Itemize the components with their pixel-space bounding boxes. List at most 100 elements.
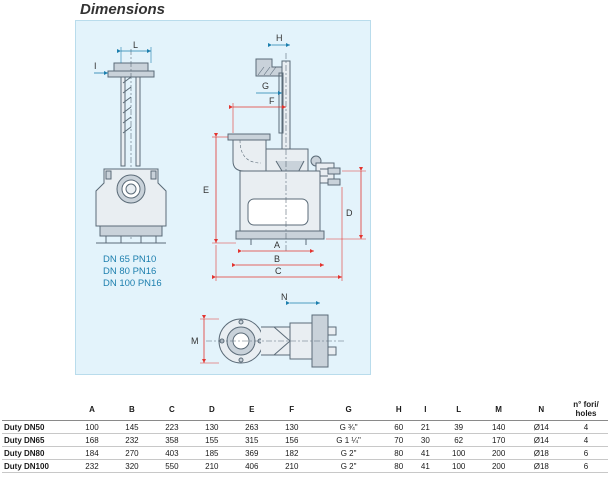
table-cell: 320	[111, 459, 152, 473]
table-cell: 6	[564, 459, 608, 473]
side-view	[227, 53, 341, 251]
table-cell: 4	[564, 433, 608, 447]
table-cell: 100	[72, 420, 112, 434]
model-name-cell: Duty DN65	[2, 433, 72, 447]
pump-dimension-drawing: L I	[94, 33, 366, 368]
table-cell: 369	[231, 446, 272, 460]
dim-D-label: D	[346, 208, 353, 218]
header-H: H	[385, 398, 413, 421]
table-cell: 403	[151, 446, 192, 460]
table-cell: 315	[231, 433, 272, 447]
table-cell: 145	[111, 420, 152, 434]
dim-I-label: I	[94, 61, 97, 71]
header-model	[2, 398, 72, 421]
flange-label: DN 65 PN10	[103, 254, 157, 265]
table-cell: 80	[385, 459, 413, 473]
header-holes-line2: holes	[575, 409, 597, 418]
dim-A-label: A	[274, 240, 280, 250]
table-cell: 6	[564, 446, 608, 460]
header-F: F	[271, 398, 312, 421]
table-cell: 182	[271, 446, 312, 460]
header-M: M	[478, 398, 519, 421]
header-E: E	[231, 398, 272, 421]
table-cell: 550	[151, 459, 192, 473]
table-cell: 100	[438, 459, 479, 473]
dim-L-label: L	[133, 40, 138, 50]
header-L: L	[438, 398, 479, 421]
table-header-row: A B C D E F G H I L M N n° fori/ holes	[2, 398, 608, 421]
table-cell: 70	[385, 433, 413, 447]
table-cell: 30	[412, 433, 439, 447]
top-view	[206, 314, 346, 368]
table-cell: 210	[191, 459, 232, 473]
dim-N-label: N	[281, 292, 288, 302]
table-cell: G 2"	[311, 459, 386, 473]
table-cell: 232	[111, 433, 152, 447]
dim-E-label: E	[203, 185, 209, 195]
table-cell: 232	[72, 459, 112, 473]
header-I: I	[412, 398, 439, 421]
technical-drawing: L I	[75, 20, 371, 375]
section-title: Dimensions	[80, 1, 166, 18]
table-cell: Ø18	[518, 459, 564, 473]
table-cell: Ø18	[518, 446, 564, 460]
table-cell: 130	[271, 420, 312, 434]
table-cell: 168	[72, 433, 112, 447]
table-cell: 140	[478, 420, 519, 434]
dim-F-label: F	[269, 96, 275, 106]
table-cell: 156	[271, 433, 312, 447]
table-cell: 4	[564, 420, 608, 434]
table-cell: 185	[191, 446, 232, 460]
header-holes: n° fori/ holes	[564, 398, 608, 421]
flange-label: DN 100 PN16	[103, 278, 162, 289]
table-cell: 200	[478, 459, 519, 473]
dim-B-label: B	[274, 254, 280, 264]
header-A: A	[72, 398, 112, 421]
dimensions-table: A B C D E F G H I L M N n° fori/ holes D…	[2, 398, 608, 473]
table-cell: 100	[438, 446, 479, 460]
table-cell: G 1 ¼"	[311, 433, 386, 447]
header-B: B	[111, 398, 152, 421]
table-cell: 39	[438, 420, 479, 434]
flange-label-list: DN 65 PN10 DN 80 PN16 DN 100 PN16	[103, 254, 162, 290]
dim-H-label: H	[276, 33, 283, 43]
dim-C-label: C	[275, 266, 282, 276]
table-cell: 41	[412, 446, 439, 460]
table-cell: 270	[111, 446, 152, 460]
table-cell: 200	[478, 446, 519, 460]
table-cell: 60	[385, 420, 413, 434]
table-cell: 62	[438, 433, 479, 447]
table-cell: 130	[191, 420, 232, 434]
header-C: C	[151, 398, 192, 421]
table-cell: 170	[478, 433, 519, 447]
table-cell: 358	[151, 433, 192, 447]
header-G: G	[311, 398, 386, 421]
table-cell: 223	[151, 420, 192, 434]
table-cell: 210	[271, 459, 312, 473]
front-view	[95, 49, 167, 244]
header-D: D	[191, 398, 232, 421]
dim-M-label: M	[191, 336, 199, 346]
table-cell: 184	[72, 446, 112, 460]
table-cell: 41	[412, 459, 439, 473]
table-cell: Ø14	[518, 433, 564, 447]
table-cell: 21	[412, 420, 439, 434]
flange-label: DN 80 PN16	[103, 266, 157, 277]
table-cell: Ø14	[518, 420, 564, 434]
model-name-cell: Duty DN50	[2, 420, 72, 434]
table-cell: G 2"	[311, 446, 386, 460]
header-holes-line1: n° fori/	[573, 400, 599, 409]
table-cell: 263	[231, 420, 272, 434]
model-name-cell: Duty DN100	[2, 459, 72, 473]
header-N: N	[518, 398, 564, 421]
table-cell: G ¾"	[311, 420, 386, 434]
dim-G-label: G	[262, 81, 269, 91]
table-cell: 406	[231, 459, 272, 473]
model-name-cell: Duty DN80	[2, 446, 72, 460]
table-cell: 155	[191, 433, 232, 447]
